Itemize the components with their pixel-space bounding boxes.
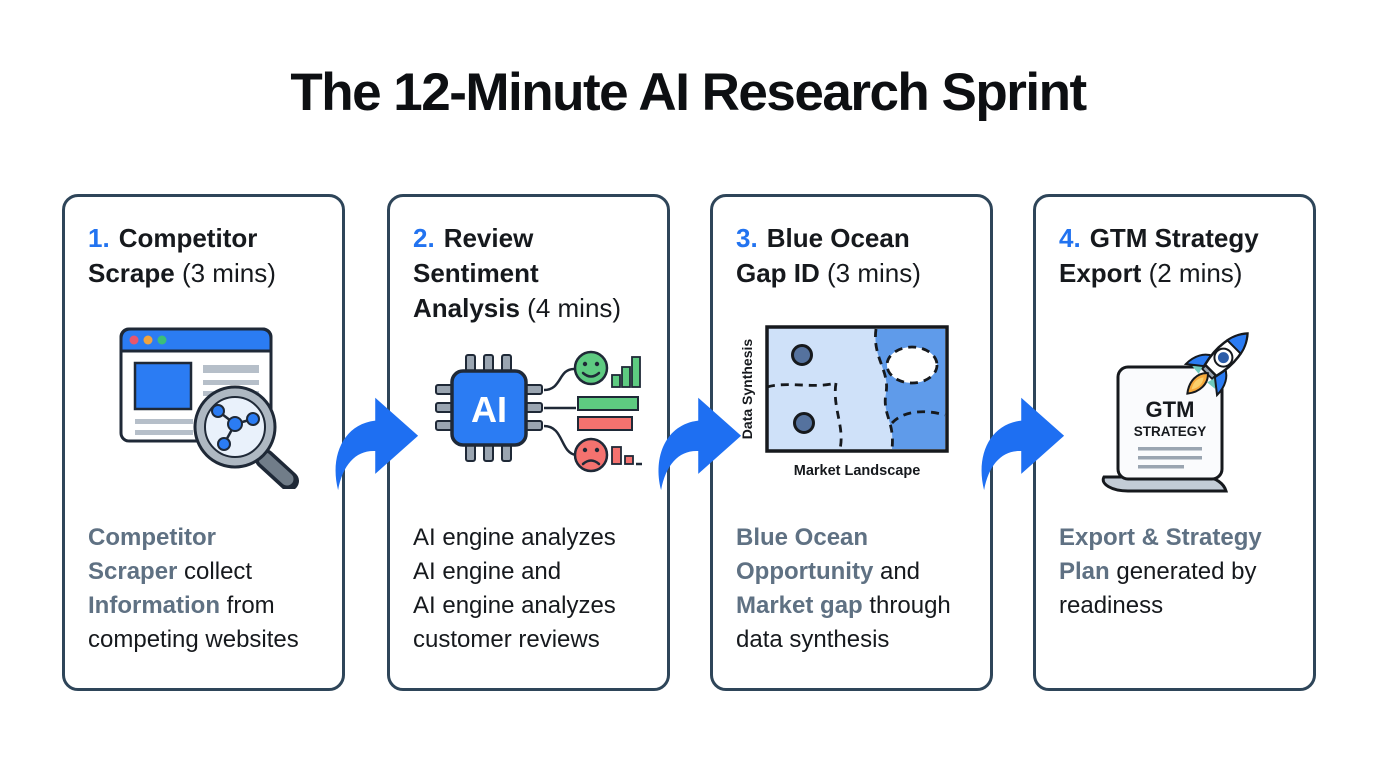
flow-arrow-icon-2 — [658, 397, 742, 491]
step-3-number: 3. — [736, 223, 758, 253]
step-4-duration: (2 mins) — [1141, 258, 1243, 288]
step-3-title: Blue Ocean Gap ID — [736, 223, 910, 288]
step-2-description: AI engine analyzes AI engine and AI engi… — [413, 524, 616, 653]
ai-sentiment-icon: AI — [428, 335, 642, 487]
market-map-icon: Data Synthesis Market Landscape — [739, 323, 955, 487]
gtm-rocket-icon: GTM STRATEGY — [1092, 307, 1280, 499]
browser-search-icon — [117, 323, 307, 489]
step-card-review-sentiment: 2.Review Sentiment Analysis (4 mins) AI — [387, 194, 670, 691]
flow-arrow-icon-3 — [981, 397, 1065, 491]
step-1-number: 1. — [88, 223, 110, 253]
svg-text:GTM: GTM — [1146, 397, 1195, 422]
step-1-heading: 1.Competitor Scrape (3 mins) — [88, 221, 330, 291]
page-title: The 12-Minute AI Research Sprint — [290, 63, 1087, 122]
step-1-description: Competitor Scraper collect Information f… — [88, 524, 299, 653]
step-card-blue-ocean-gap: 3.Blue Ocean Gap ID (3 mins) Data Synthe… — [710, 194, 993, 691]
step-3-description: Blue Ocean Opportunity and Market gap th… — [736, 524, 951, 653]
step-4-title: GTM Strategy Export — [1059, 223, 1259, 288]
step-2-title: Review Sentiment Analysis — [413, 223, 539, 323]
step-4-number: 4. — [1059, 223, 1081, 253]
step-2-number: 2. — [413, 223, 435, 253]
step-4-heading: 4.GTM Strategy Export (2 mins) — [1059, 221, 1301, 291]
svg-text:STRATEGY: STRATEGY — [1134, 424, 1207, 439]
step-card-competitor-scrape: 1.Competitor Scrape (3 mins) — [62, 194, 345, 691]
svg-text:Data Synthesis: Data Synthesis — [739, 339, 755, 440]
flow-arrow-icon-1 — [335, 397, 419, 491]
step-card-gtm-export: 4.GTM Strategy Export (2 mins) GTM STRAT… — [1033, 194, 1316, 691]
svg-text:Market Landscape: Market Landscape — [794, 463, 921, 479]
step-2-heading: 2.Review Sentiment Analysis (4 mins) — [413, 221, 655, 326]
step-3-heading: 3.Blue Ocean Gap ID (3 mins) — [736, 221, 978, 291]
step-1-title: Competitor Scrape — [88, 223, 258, 288]
step-2-duration: (4 mins) — [519, 293, 622, 323]
svg-text:AI: AI — [471, 389, 507, 430]
step-1-duration: (3 mins) — [174, 258, 276, 288]
step-3-duration: (3 mins) — [819, 258, 921, 288]
step-4-description: Export & Strategy Plan generated by read… — [1059, 524, 1262, 619]
